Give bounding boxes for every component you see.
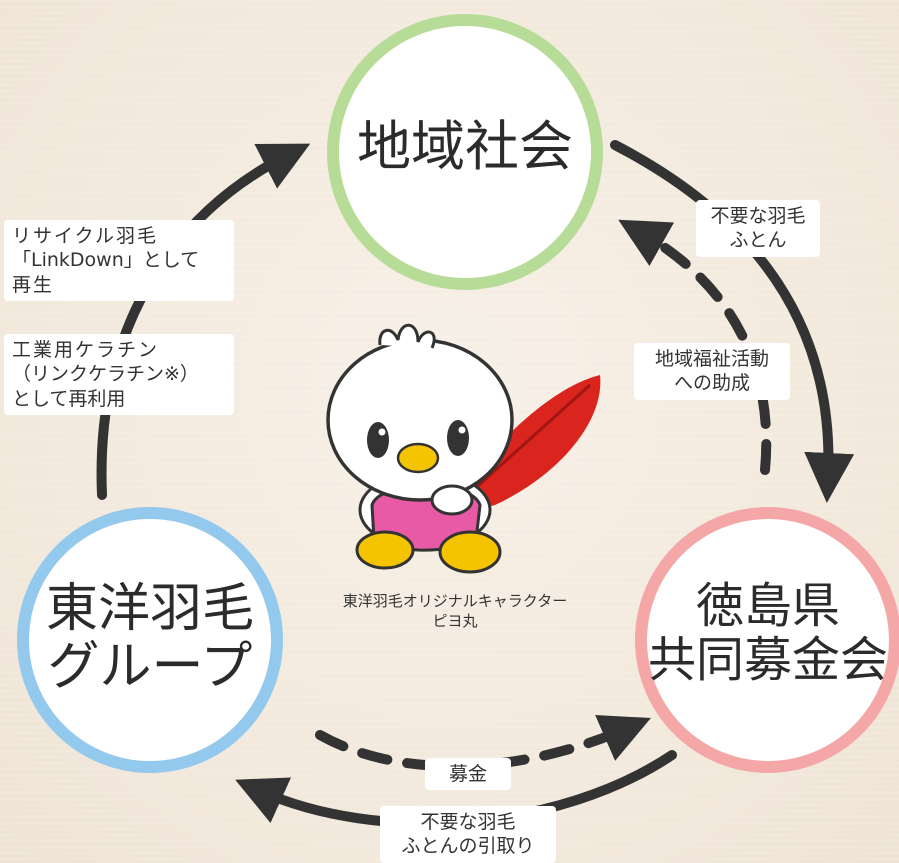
group-label: 東洋羽毛 グループ [40,579,260,698]
arrow-fund-to-community-dashed [618,219,772,475]
fund-label: 徳島県 共同募金会 [641,578,895,688]
tag-unwanted-futon-line2: ふとん [729,229,787,252]
character-caption: 東洋羽毛オリジナルキャラクター ピヨ丸 [320,591,590,632]
tag-recycle-line2: 「LinkDown」として [12,249,200,272]
community-label: 地域社会 [355,115,575,178]
group-label-line1: 東洋羽毛 [45,579,254,639]
tag-keratin-line1: 工業用ケラチン [12,339,160,361]
tag-unwanted-futon: 不要な羽毛 ふとん [696,200,820,257]
character-caption-line2: ピヨ丸 [432,612,478,631]
arrow-community-to-fund [610,140,855,503]
tag-keratin: 工業用ケラチン （リンクケラチン※） として再利用 [4,334,234,415]
community-label-line1: 地域社会 [357,115,573,178]
mascot-piyomaru [326,323,601,574]
fund-label-line2: 共同募金会 [647,631,888,688]
tag-donation-text: 募金 [448,763,487,785]
tag-recycle-line3: 再生 [12,273,55,296]
tag-welfare-grant-line1: 地域福祉活動 [654,348,769,370]
tag-recycle-line1: リサイクル羽毛 [12,225,159,247]
tag-futon-pickup-line1: 不要な羽毛 [420,811,516,833]
tag-keratin-line3: として再利用 [12,387,126,410]
tag-keratin-line2: （リンクケラチン※） [12,363,199,386]
tag-futon-pickup: 不要な羽毛 ふとんの引取り [380,806,556,863]
tag-recycle: リサイクル羽毛 「LinkDown」として 再生 [4,220,234,301]
tag-futon-pickup-line2: ふとんの引取り [401,835,535,858]
arrow-group-to-community [96,143,311,500]
fund-label-line1: 徳島県 [695,578,840,634]
character-caption-line1: 東洋羽毛オリジナルキャラクター [342,592,568,610]
tag-unwanted-futon-line1: 不要な羽毛 [710,205,806,227]
group-node [17,507,283,773]
tag-donation: 募金 [425,758,511,791]
community-node [327,14,603,290]
group-label-line2: グループ [47,637,253,698]
fund-node [635,507,899,773]
tag-welfare-grant: 地域福祉活動 への助成 [634,343,790,400]
tag-welfare-grant-line2: への助成 [673,372,750,395]
